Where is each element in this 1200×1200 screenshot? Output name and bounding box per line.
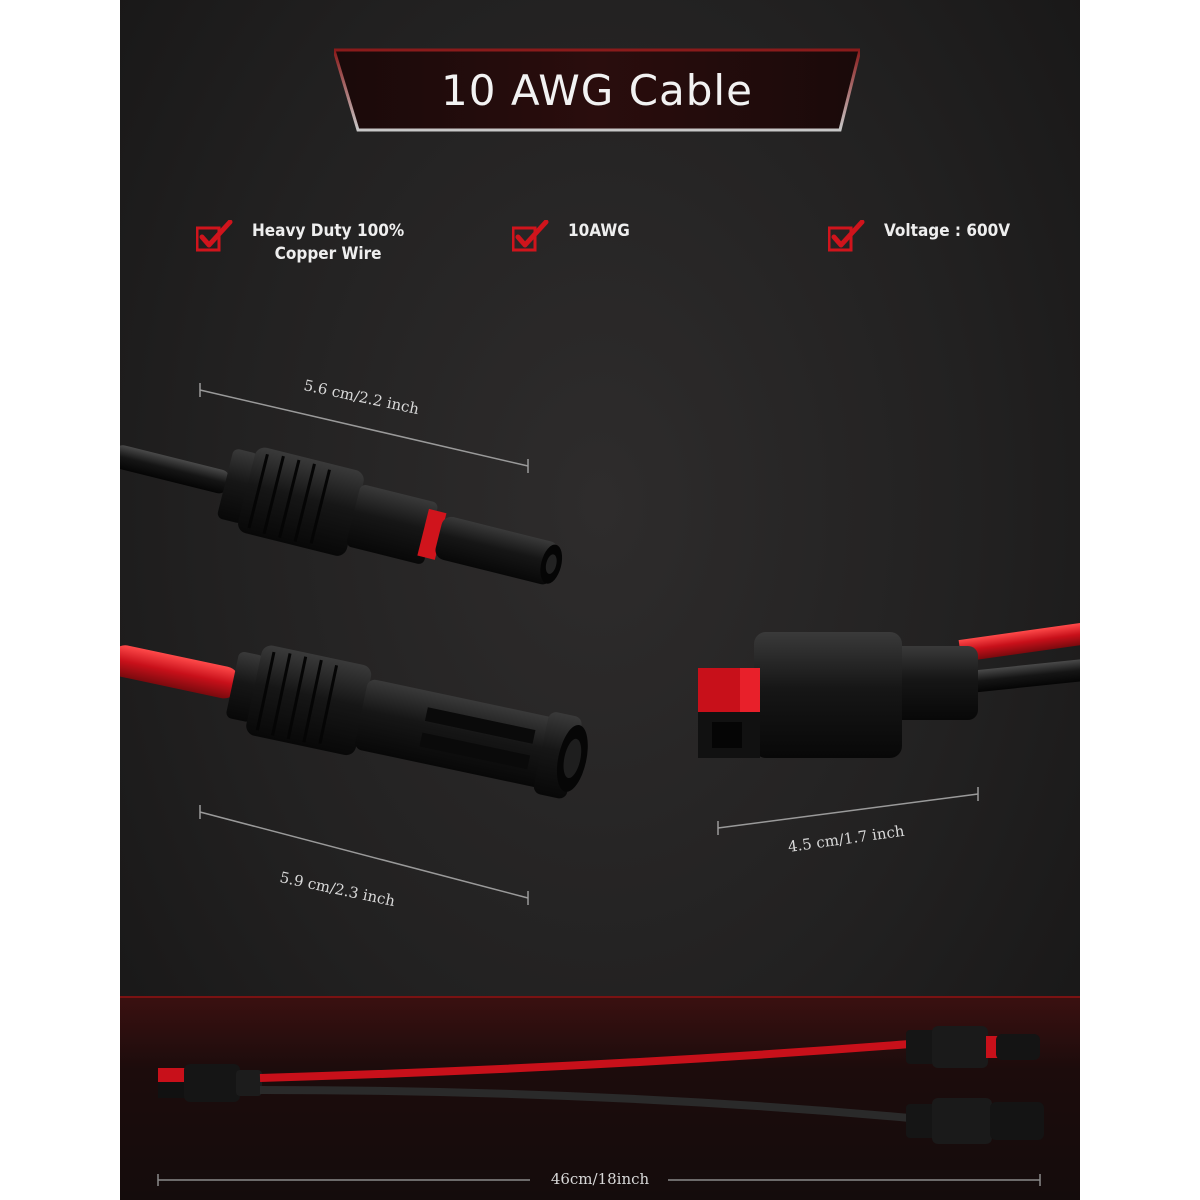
dimension-line-female	[199, 805, 529, 905]
total-length-dimension: 46cm/18inch	[550, 1170, 650, 1188]
dimension-line-anderson	[717, 787, 979, 835]
checkmark-icon	[512, 220, 549, 252]
feature-copper-wire: Heavy Duty 100% Copper Wire	[196, 220, 404, 266]
title-banner: 10 AWG Cable	[334, 48, 860, 132]
feature-label-line1: 10AWG	[568, 221, 630, 241]
feature-10awg: 10AWG	[512, 220, 630, 252]
checkmark-icon	[196, 220, 233, 252]
feature-label-line2: Copper Wire	[274, 244, 382, 264]
anderson-connector	[698, 622, 1080, 758]
female-mc4-connector	[120, 645, 588, 799]
full-cable-panel	[120, 996, 1080, 1200]
product-image: 10 AWG Cable Heavy Duty 100% Copper Wire…	[120, 0, 1080, 1200]
feature-voltage: Voltage : 600V	[828, 220, 1010, 252]
full-cable-illustration	[157, 1026, 1044, 1186]
feature-label-line1: Heavy Duty 100%	[252, 221, 405, 241]
connector-illustration	[120, 383, 1080, 905]
feature-label-line1: Voltage : 600V	[884, 221, 1011, 241]
page-title: 10 AWG Cable	[441, 65, 753, 115]
checkmark-icon	[828, 220, 865, 252]
dimension-line-male	[199, 383, 529, 473]
male-mc4-connector	[120, 445, 563, 585]
